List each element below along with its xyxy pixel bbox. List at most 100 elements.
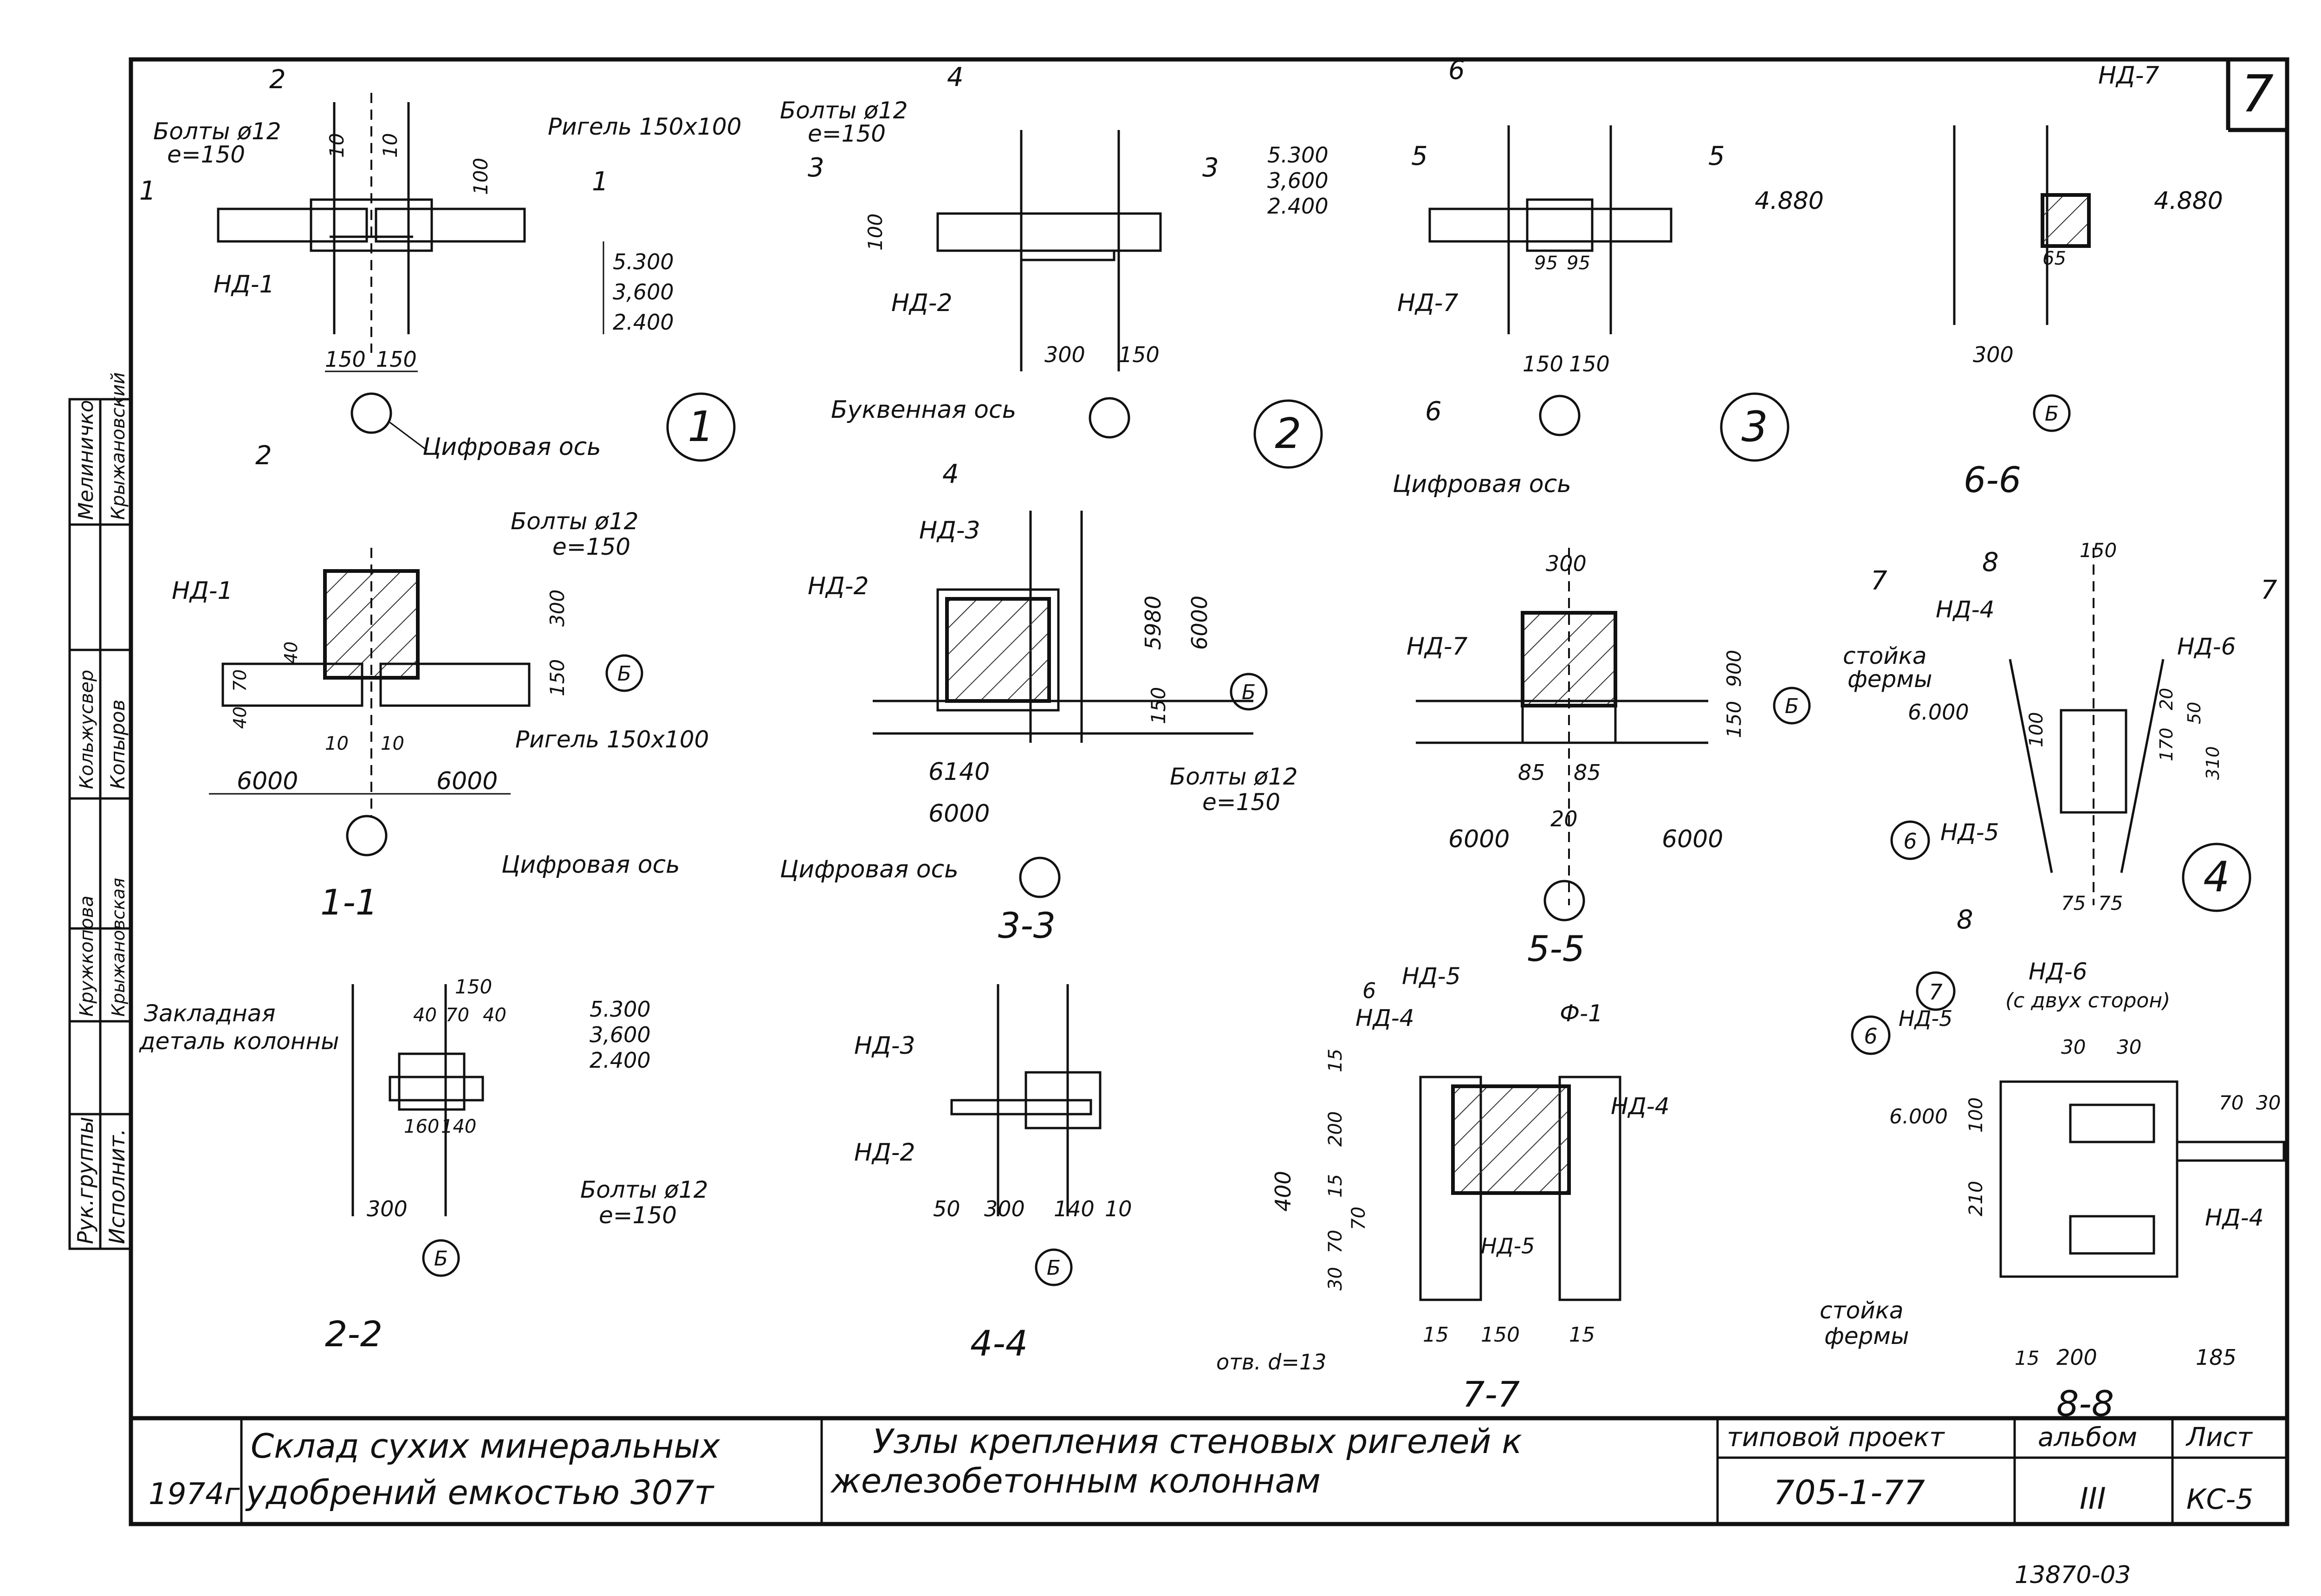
node-mark-2: 2 xyxy=(1275,409,1301,458)
label-nd6: НД-6 xyxy=(2177,633,2236,660)
dim-85: 85 xyxy=(1518,760,1545,785)
title-drawing-line1: Узлы крепления стеновых ригелей к xyxy=(873,1422,1522,1461)
axis-b: Б xyxy=(1047,1256,1061,1280)
section-marker-6: 6 xyxy=(1425,396,1442,427)
title-sheet-code: КС-5 xyxy=(2186,1483,2253,1516)
title-album-label: альбом xyxy=(2038,1422,2137,1453)
section-title-3-3: 3-3 xyxy=(998,905,1056,946)
dim-75: 75 xyxy=(2061,892,2086,915)
dim-30: 30 xyxy=(2256,1091,2281,1114)
signature-name: Копыров xyxy=(106,700,129,789)
dim-400: 400 xyxy=(1271,1171,1296,1212)
section-4-4: НД-3 НД-2 50 300 140 10 Б 4-4 xyxy=(854,984,1132,1364)
label-rigel: Ригель 150х100 xyxy=(548,113,741,140)
dim-75: 75 xyxy=(2098,892,2123,915)
section-marker-1: 1 xyxy=(592,167,609,197)
dim-300: 300 xyxy=(546,590,569,627)
node-mark-4: 4 xyxy=(2203,853,2230,902)
dim-6000: 6000 xyxy=(1187,596,1212,650)
dim-10: 10 xyxy=(1105,1196,1132,1221)
dim-150: 150 xyxy=(376,347,417,372)
dim-150: 150 xyxy=(1723,701,1745,738)
label-nd1: НД-1 xyxy=(172,577,233,605)
section-marker-4: 4 xyxy=(942,459,959,489)
node-mark-1: 1 xyxy=(687,402,714,451)
dim-70: 70 xyxy=(1348,1207,1369,1230)
label-digital-axis: Цифровая ось xyxy=(780,856,959,883)
signature-name: Крыжановский xyxy=(108,372,129,520)
node-2-detail: Болты ø12 e=150 НД-2 100 300 150 5.300 3… xyxy=(780,62,1329,489)
label-nd7: НД-7 xyxy=(1407,633,1468,661)
section-marker-8: 8 xyxy=(1957,905,1973,935)
section-marker-6: 6 xyxy=(1448,55,1465,85)
dim-15: 15 xyxy=(1569,1323,1595,1347)
elev-3600: 3,600 xyxy=(1267,168,1329,193)
section-marker-2: 2 xyxy=(269,65,286,95)
signature-name: Мелиничко xyxy=(74,400,98,520)
elev-3600: 3,600 xyxy=(590,1022,651,1047)
label-digital-axis: Цифровая ось xyxy=(1393,470,1571,498)
label-digital-axis: Цифровая ось xyxy=(501,851,680,879)
dim-140: 140 xyxy=(441,1116,476,1137)
dim-100: 100 xyxy=(1965,1097,1987,1133)
signature-name: Кружкопова xyxy=(76,895,97,1017)
label-nd7: НД-7 xyxy=(1397,289,1459,317)
label-nd4: НД-4 xyxy=(2205,1204,2264,1231)
label-nd1: НД-1 xyxy=(214,271,275,298)
section-marker-7: 7 xyxy=(2261,575,2277,605)
archive-number: 13870-03 xyxy=(2015,1561,2131,1589)
section-5-5: 300 НД-7 900 150 Б 85 85 20 6000 6000 5-… xyxy=(1407,548,1811,969)
title-block: 1974г Склад сухих минеральных удобрений … xyxy=(131,1416,2287,1589)
section-title-1-1: 1-1 xyxy=(320,882,378,923)
dim-140: 140 xyxy=(1054,1196,1095,1221)
dim-170: 170 xyxy=(2156,727,2177,761)
label-embedded-detail: Закладная xyxy=(144,1000,275,1027)
node-1-detail: Болты ø12 e=150 Ригель 150х100 НД-1 10 1… xyxy=(139,65,741,471)
dim-30: 30 xyxy=(2117,1036,2141,1058)
signature-role: Исполнит. xyxy=(104,1129,130,1244)
section-8-8: 7 НД-6 (с двух сторон) 6 НД-5 30 30 70 3… xyxy=(1820,958,2285,1424)
dim-85: 85 xyxy=(1574,760,1601,785)
label-rigel: Ригель 150х100 xyxy=(515,726,709,753)
section-marker-1: 1 xyxy=(139,176,156,206)
label-truss-post: фермы xyxy=(1824,1323,1909,1349)
label-bolt-pitch: e=150 xyxy=(599,1202,677,1229)
dim-95: 95 xyxy=(1534,253,1558,274)
dim-310: 310 xyxy=(2203,746,2223,780)
dim-70: 70 xyxy=(446,1005,469,1026)
dim-150: 150 xyxy=(1147,687,1170,724)
dim-300: 300 xyxy=(367,1196,408,1221)
dim-20: 20 xyxy=(1550,806,1578,831)
dim-15: 15 xyxy=(1423,1323,1449,1347)
dim-150: 150 xyxy=(455,975,492,998)
dim-6140: 6140 xyxy=(928,758,990,786)
title-object-line1: Склад сухих минеральных xyxy=(251,1427,720,1466)
label-nd5: НД-5 xyxy=(1402,963,1461,990)
section-title-7-7: 7-7 xyxy=(1462,1374,1520,1415)
label-bolt-pitch: e=150 xyxy=(1202,789,1280,816)
dim-15: 15 xyxy=(2015,1347,2039,1369)
dim-40: 40 xyxy=(230,707,250,729)
section-1-1: НД-1 Болты ø12 e=150 Ригель 150х100 300 … xyxy=(172,508,709,923)
dim-6000: 6000 xyxy=(1448,825,1510,853)
dim-40: 40 xyxy=(483,1005,506,1026)
dim-30: 30 xyxy=(2061,1036,2086,1058)
dim-150: 150 xyxy=(325,347,366,372)
label-nd5: НД-5 xyxy=(1899,1006,1952,1031)
section-marker-2: 2 xyxy=(255,441,272,471)
ref-7: 7 xyxy=(1929,980,1942,1005)
dim-40: 40 xyxy=(281,642,301,664)
axis-b: Б xyxy=(617,662,631,686)
section-title-5-5: 5-5 xyxy=(1527,928,1585,969)
elev-5300: 5.300 xyxy=(613,249,674,274)
signature-strip: Рук.группы Исполнит. Мелиничко Крыжановс… xyxy=(68,372,132,1250)
dim-160: 160 xyxy=(404,1116,439,1137)
dim-200: 200 xyxy=(1325,1111,1346,1147)
label-nd7: НД-7 xyxy=(2098,62,2159,90)
axis-b: Б xyxy=(1785,694,1799,718)
label-bolt-pitch: e=150 xyxy=(552,533,630,560)
dim-10: 10 xyxy=(379,133,402,158)
dim-300: 300 xyxy=(1546,551,1587,576)
dim-150: 150 xyxy=(2080,539,2117,562)
dim-300: 300 xyxy=(984,1196,1025,1221)
